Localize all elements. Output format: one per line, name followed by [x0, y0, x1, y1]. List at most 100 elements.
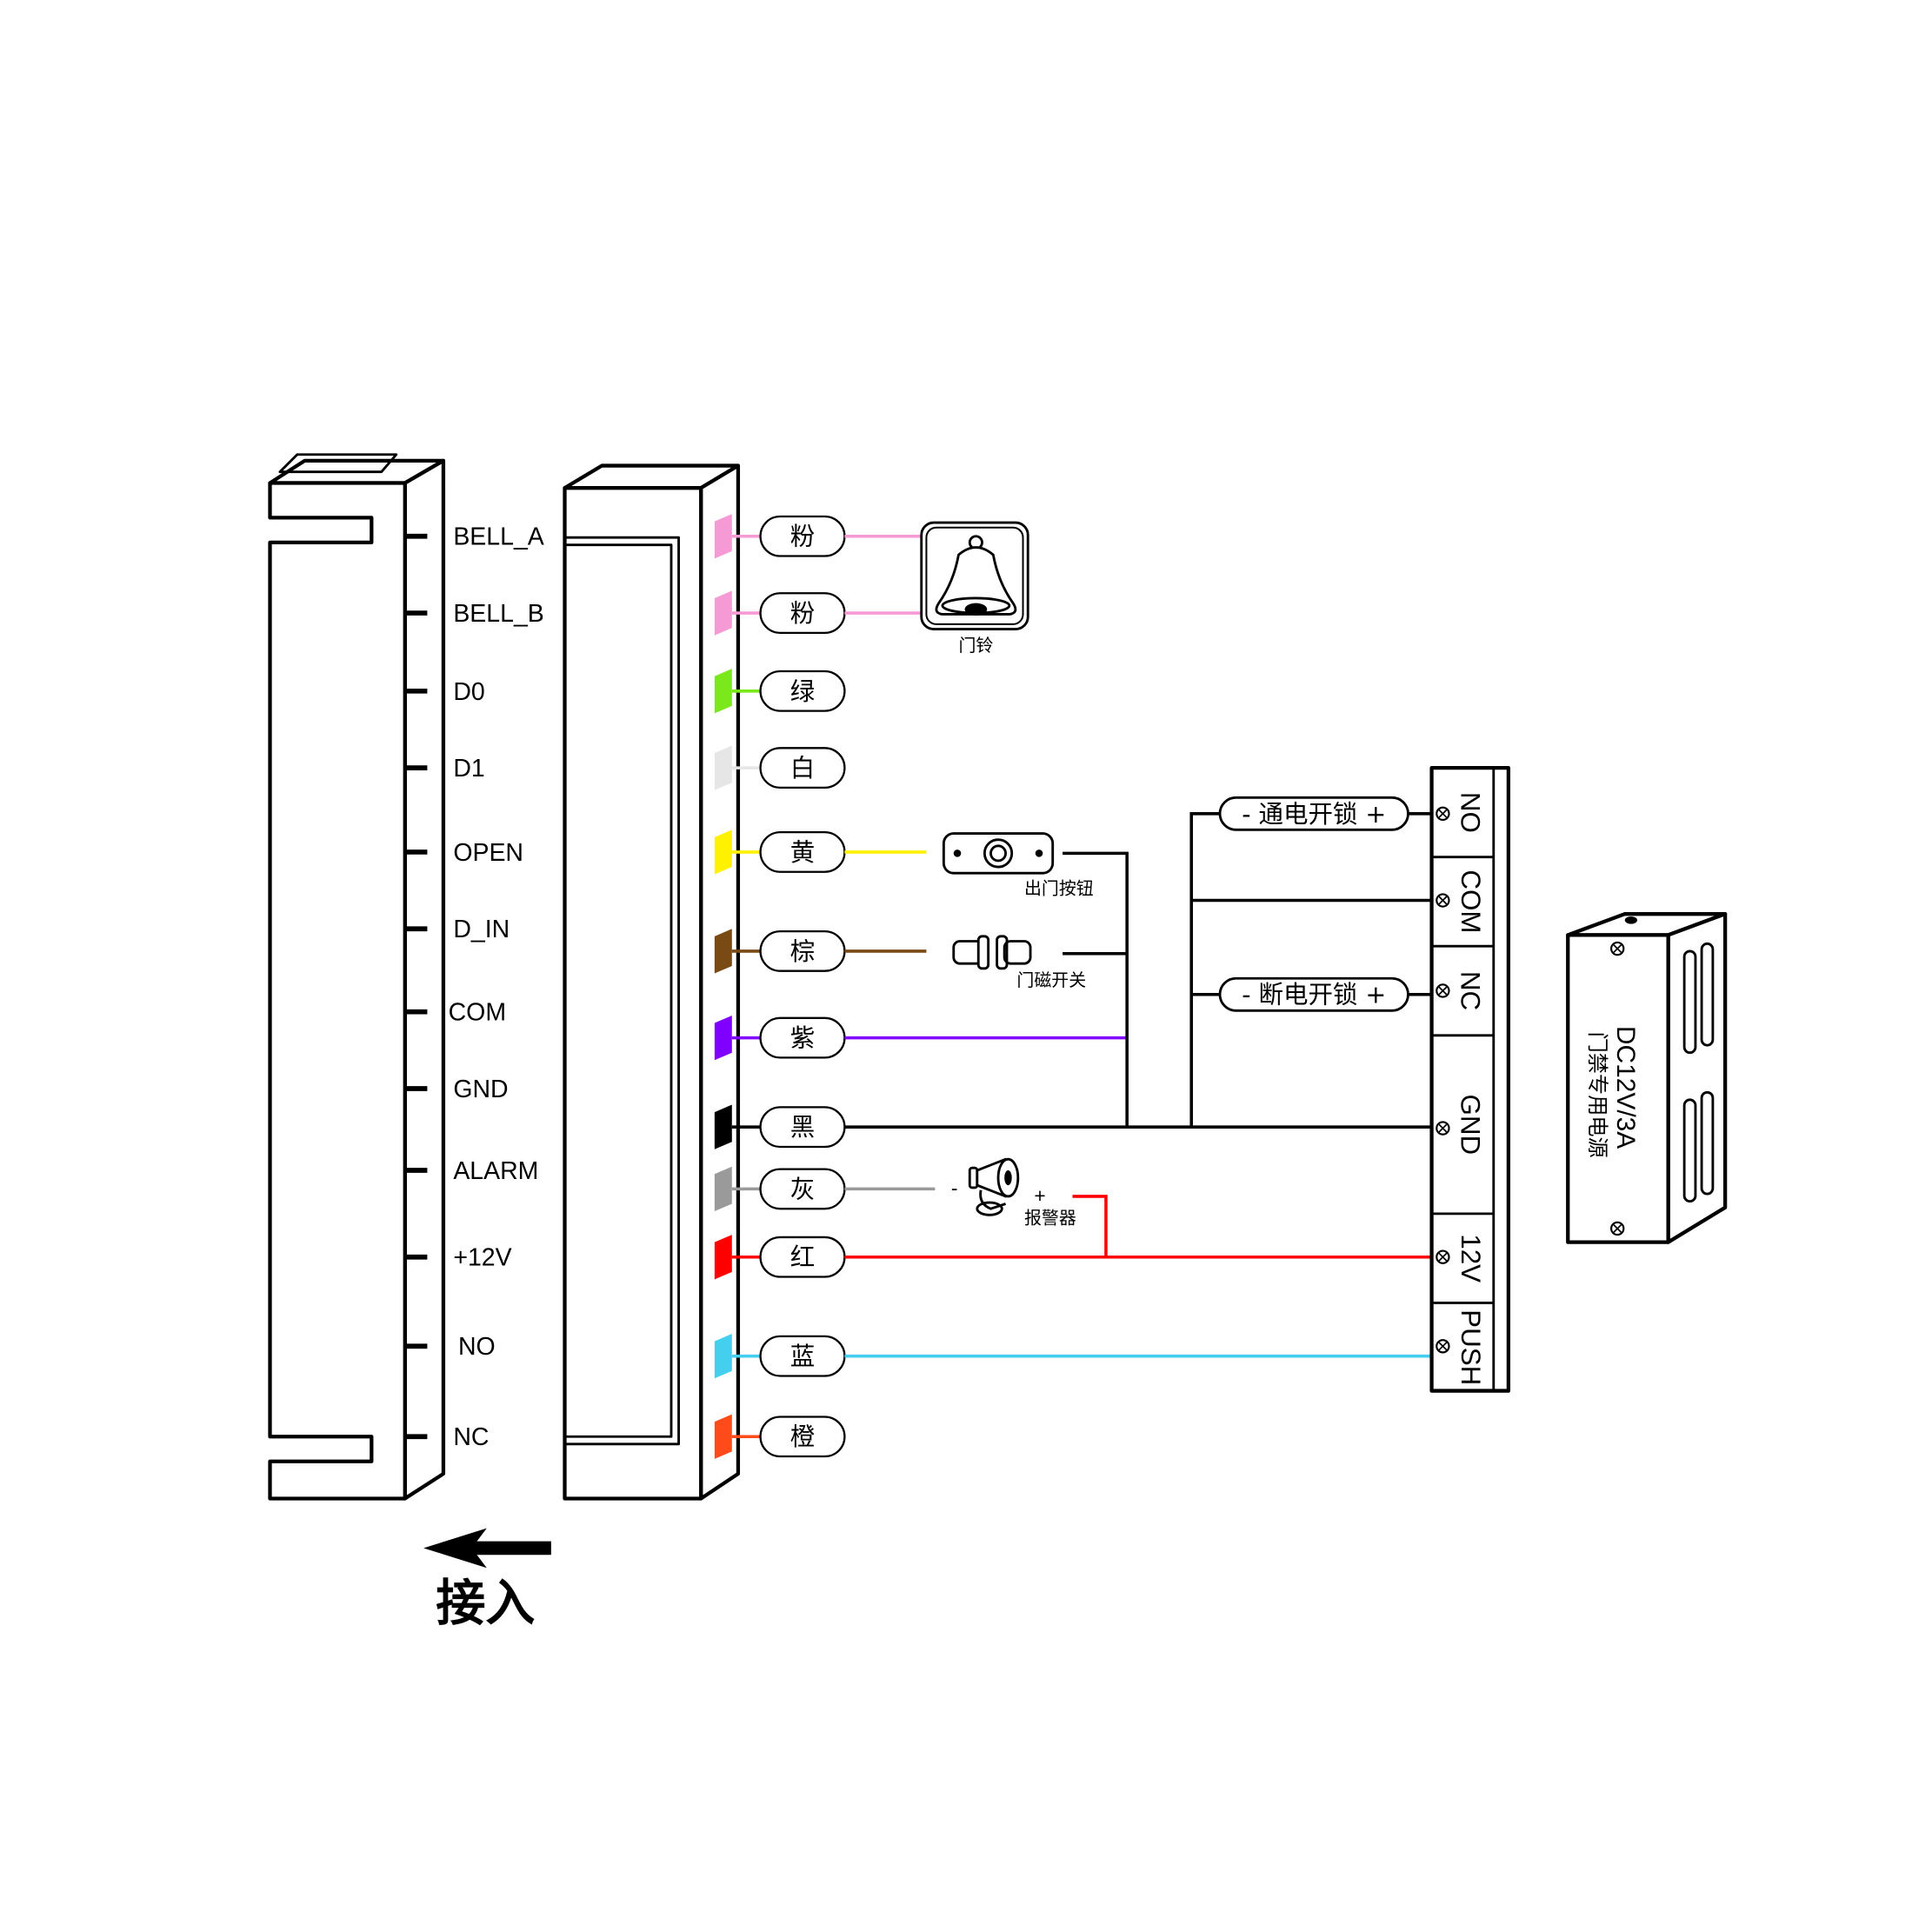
bell-frame-outer [920, 521, 1029, 630]
wire-color-tab [714, 1166, 732, 1212]
middle-connector-body [563, 486, 703, 1501]
wire-color-pill [759, 1416, 846, 1458]
colored-wires [844, 534, 1432, 1358]
left-pin-label: GND [453, 1076, 508, 1103]
wire-color-tab [714, 1235, 732, 1280]
exit-button-return-wire [1063, 851, 1129, 1128]
wire-color-label: 黑 [790, 1113, 815, 1142]
alarm: - + 报警器 [951, 1157, 1076, 1228]
alarm-label: 报警器 [1024, 1207, 1076, 1228]
screw-terminal-icon [1436, 1121, 1450, 1136]
left-pin-label: NO [458, 1333, 496, 1361]
left-pin-label: D0 [453, 678, 484, 706]
lock-mode-pill [1218, 796, 1409, 831]
wire-color-label: 白 [790, 754, 815, 783]
exit-button-plate [942, 832, 1055, 875]
wire-color-tab [714, 1015, 732, 1061]
power-supply-name: 门禁专用电源 [1585, 1032, 1609, 1158]
wire-color-label: 粉 [790, 523, 815, 551]
wire-color-label: 绿 [790, 677, 815, 706]
left-pin-label: +12V [453, 1244, 511, 1272]
terminal-block-frame [1429, 765, 1511, 1393]
left-pin-label: OPEN [453, 839, 523, 867]
terminal-label-no: NO [1456, 792, 1486, 833]
power-supply-front [1566, 933, 1670, 1244]
vent-slots-icon [1682, 942, 1715, 1203]
bell-label: 门铃 [958, 635, 993, 656]
wire-color-tab [714, 1104, 732, 1149]
wire-color-label: 粉 [790, 599, 815, 628]
alarm-minus-sign: - [951, 1177, 958, 1200]
wire-color-label: 橙 [790, 1422, 815, 1451]
wire-red-alarm-branch [1072, 1195, 1108, 1257]
lock-mode-power-off: - 断电开锁 + [1218, 976, 1409, 1012]
black-interconnections [1063, 812, 1437, 1128]
left-pin-label: BELL_A [453, 523, 543, 551]
alarm-plus-sign: + [1034, 1184, 1045, 1207]
power-supply-screws [1610, 941, 1625, 1236]
insert-arrow: 接入 [423, 1528, 551, 1632]
lock-mode-power-on: - 通电开锁 + [1218, 796, 1409, 831]
terminal-screws [1436, 806, 1450, 1354]
door-bell: 门铃 [920, 521, 1029, 656]
door-sensor-label: 门磁开关 [1016, 969, 1086, 990]
left-pin-label: D1 [453, 755, 484, 783]
power-supply-top-hole [1624, 916, 1638, 924]
lock-common-bus [1189, 812, 1220, 1128]
wire-color-tab [714, 829, 732, 875]
terminal-block: NO COM NC GND 12V PUSH [1429, 765, 1511, 1393]
power-supply-rating: DC12V/3A [1611, 1026, 1640, 1149]
arrow-label: 接入 [436, 1575, 535, 1632]
screw-terminal-icon [1436, 806, 1450, 821]
left-connector-top-tab [278, 453, 398, 474]
terminal-label-12v: 12V [1456, 1234, 1486, 1282]
wire-color-label: 红 [790, 1243, 815, 1272]
wire-color-tab [714, 1334, 732, 1379]
screw-terminal-icon [1436, 1249, 1450, 1264]
left-connector-body [268, 481, 407, 1501]
door-sensor: 门磁开关 [952, 935, 1086, 990]
wire-color-tab [714, 514, 732, 559]
wire-color-label: 黄 [790, 838, 815, 867]
bell-icon [935, 535, 1017, 616]
terminal-label-gnd: GND [1456, 1095, 1486, 1156]
screw-terminal-icon [1610, 941, 1625, 956]
wire-color-tab [714, 669, 732, 714]
terminal-label-push: PUSH [1456, 1309, 1486, 1385]
screw-terminal-icon [1436, 893, 1450, 908]
exit-button-label: 出门按钮 [1024, 877, 1094, 898]
screw-terminal-icon [1436, 1339, 1450, 1354]
middle-connector-inner-bracket [564, 536, 680, 1446]
wire-color-label: 蓝 [790, 1342, 815, 1371]
left-pin-label: ALARM [453, 1157, 538, 1185]
wire-color-tab [714, 745, 732, 790]
screw-terminal-icon [1610, 1221, 1625, 1236]
wire-color-label: 灰 [790, 1175, 815, 1203]
arrow-left-icon [423, 1528, 487, 1569]
exit-button: 出门按钮 [942, 832, 1094, 898]
terminal-label-nc: NC [1456, 971, 1486, 1010]
terminal-label-com: COM [1456, 869, 1486, 933]
left-pin-label: COM [449, 999, 506, 1027]
wire-color-tab [714, 929, 732, 974]
wire-color-tab [714, 590, 732, 636]
push-button-icon [953, 838, 1043, 869]
middle-connector-inner-bracket-2 [564, 543, 673, 1438]
wire-color-label: 棕 [790, 937, 815, 966]
screw-terminal-icon [1436, 983, 1450, 998]
left-pin-label: BELL_B [453, 600, 543, 628]
left-pin-label: NC [453, 1423, 489, 1451]
wire-color-tab [714, 1414, 732, 1459]
wire-color-label: 紫 [790, 1024, 815, 1053]
magnetic-sensor-icon [952, 935, 1032, 970]
wire-color-pill [759, 747, 846, 789]
bell-frame-inner [925, 526, 1024, 625]
siren-icon [968, 1157, 1020, 1216]
left-pin-label: D_IN [453, 916, 510, 943]
left-connector-side-face [403, 458, 446, 1501]
lock-mode-pill [1218, 976, 1409, 1012]
